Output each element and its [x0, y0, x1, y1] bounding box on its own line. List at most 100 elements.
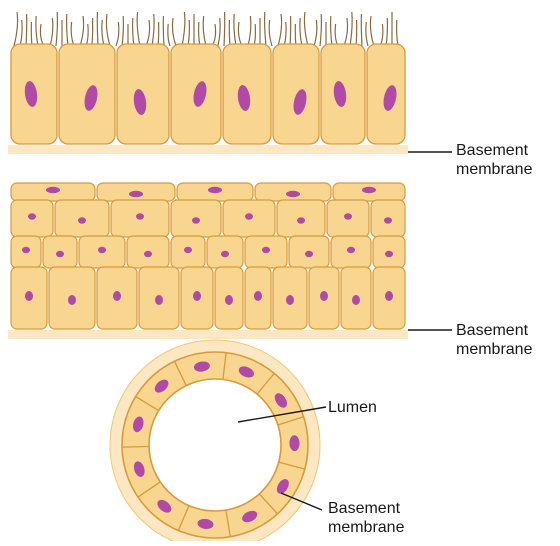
cilium — [71, 22, 74, 46]
cilium — [152, 14, 154, 46]
cilium — [304, 12, 308, 46]
cilium — [284, 22, 286, 46]
cilium — [31, 22, 32, 46]
cell-boundary — [122, 447, 149, 448]
nucleus — [320, 291, 328, 301]
cilium — [300, 18, 302, 46]
cilium — [295, 24, 296, 46]
nucleus — [384, 217, 392, 223]
cilium — [314, 20, 317, 46]
nucleus — [385, 251, 393, 257]
nucleus — [129, 191, 143, 197]
cilium — [168, 24, 170, 46]
cilium — [56, 12, 57, 46]
cilium — [269, 20, 272, 46]
cilium — [229, 20, 230, 46]
cilia — [14, 12, 398, 46]
label-lumen: Lumen — [328, 398, 377, 417]
cilium — [397, 20, 398, 46]
cilium — [335, 24, 338, 46]
columnar-epithelium — [11, 44, 405, 144]
cilium — [254, 24, 255, 46]
cilium — [133, 18, 134, 46]
cilium — [203, 16, 206, 46]
nucleus — [344, 213, 352, 219]
cilium — [361, 14, 362, 46]
nucleus — [68, 295, 76, 305]
nucleus — [208, 187, 222, 193]
nucleus — [155, 295, 163, 305]
cilium — [14, 12, 18, 46]
cilium — [290, 16, 291, 46]
cilium — [116, 22, 119, 46]
cilium — [234, 14, 236, 46]
cilium — [172, 18, 176, 46]
cilium — [67, 14, 68, 46]
cilium — [386, 18, 387, 46]
nucleus — [305, 251, 313, 257]
cilium — [20, 20, 22, 46]
nucleus — [254, 291, 262, 301]
basement-membrane-band-1 — [8, 145, 408, 154]
cilium — [199, 22, 200, 46]
nucleus — [245, 213, 253, 219]
cilium — [146, 20, 150, 46]
cilium — [80, 16, 84, 46]
cilium — [86, 24, 88, 46]
cilium — [106, 14, 110, 46]
nucleus — [25, 291, 33, 301]
cilium — [366, 22, 368, 46]
nucleus — [56, 251, 64, 257]
cilium — [212, 24, 216, 46]
cilium — [248, 16, 251, 46]
columnar-cell — [273, 44, 319, 144]
nucleus — [98, 247, 106, 253]
nucleus — [297, 217, 305, 223]
label-basement-membrane-2: Basement membrane — [456, 321, 532, 359]
cilium — [238, 22, 242, 46]
cilium — [26, 14, 27, 46]
cilium — [158, 22, 159, 46]
nucleus — [136, 213, 144, 219]
cilium — [182, 12, 185, 46]
cilium — [97, 12, 98, 46]
cilium — [350, 12, 352, 46]
cilium — [218, 18, 220, 46]
basement-membrane-band-2 — [8, 330, 408, 339]
cilium — [122, 16, 123, 46]
cilium — [102, 20, 104, 46]
nucleus — [286, 295, 294, 305]
cilium — [224, 12, 225, 46]
cilium — [163, 16, 164, 46]
stratified-epithelium — [11, 183, 405, 329]
cilium — [40, 24, 44, 46]
nucleus — [28, 213, 36, 219]
cilium — [344, 18, 348, 46]
nucleus — [286, 191, 300, 197]
nucleus — [225, 295, 233, 305]
tubule-cross-section — [110, 340, 320, 541]
nucleus — [352, 295, 360, 305]
cilium — [370, 16, 374, 46]
cilium — [356, 20, 357, 46]
cilium — [278, 14, 282, 46]
cilium — [36, 16, 38, 46]
nucleus — [262, 247, 270, 253]
nucleus — [78, 217, 86, 223]
nucleus — [385, 291, 393, 301]
cilium — [380, 24, 383, 46]
lumen-space — [149, 379, 281, 511]
nucleus — [113, 291, 121, 301]
nucleus — [221, 251, 229, 257]
nucleus — [22, 247, 30, 253]
cilium — [50, 18, 53, 46]
cilium — [92, 18, 93, 46]
nucleus — [362, 187, 376, 193]
cilium — [265, 12, 266, 46]
nucleus — [46, 187, 60, 193]
cilium — [320, 14, 321, 46]
nucleus — [192, 217, 200, 223]
label-basement-membrane-3: Basement membrane — [328, 499, 404, 537]
